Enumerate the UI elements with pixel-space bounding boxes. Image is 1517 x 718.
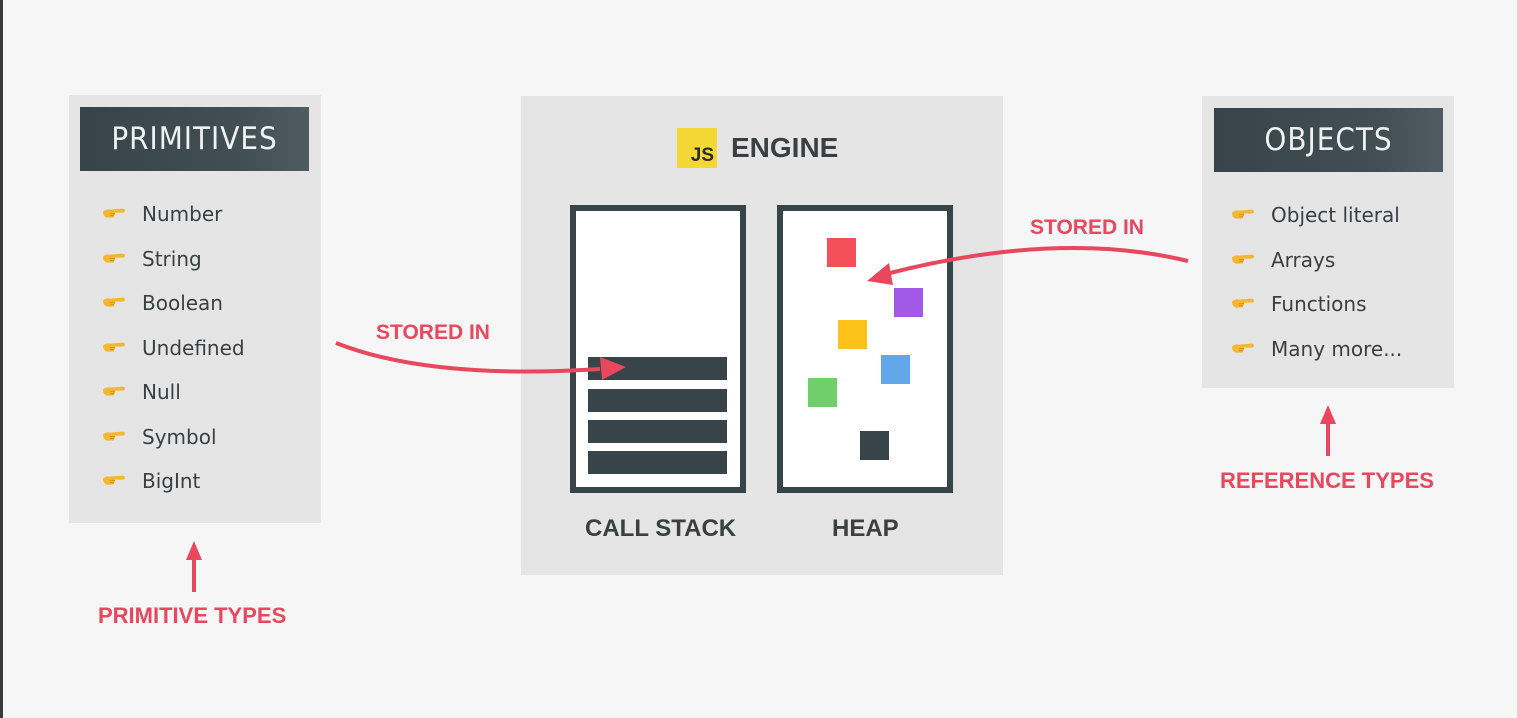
js-logo: JS (677, 128, 717, 168)
list-item: Undefined (102, 326, 312, 371)
stored-in-label-left: STORED IN (376, 321, 490, 344)
reference-types-arrowhead (1320, 405, 1336, 424)
pointing-hand-icon (103, 297, 125, 307)
call-stack-label: CALL STACK (585, 515, 737, 542)
heap-object-yellow (838, 320, 867, 349)
pointing-hand-icon (1232, 209, 1254, 219)
heap-object-blue (881, 355, 910, 384)
engine-title: ENGINE (731, 132, 839, 163)
arrowhead-left (600, 357, 626, 380)
stored-in-arrow-right (889, 246, 1189, 275)
stored-in-arrow-left (335, 341, 601, 374)
list-item-label: Boolean (142, 291, 223, 316)
call-stack-box (570, 205, 746, 493)
primitive-types-arrowhead (186, 541, 202, 560)
list-item: Arrays (1231, 238, 1446, 283)
call-stack-frame (588, 389, 727, 412)
heap-object-purple (894, 288, 923, 317)
list-item-label: Number (142, 202, 223, 227)
heap-object-dark (860, 431, 889, 460)
list-item: Object literal (1231, 193, 1446, 238)
pointing-hand-icon (103, 208, 125, 218)
pointing-hand-icon (103, 386, 125, 396)
list-item-label: Arrays (1271, 247, 1336, 272)
pointing-hand-icon (103, 253, 125, 263)
call-stack-frame (588, 451, 727, 474)
heap-object-green (808, 378, 837, 407)
list-item-label: Symbol (142, 424, 217, 449)
objects-list: Object literal Arrays Functions Many mor… (1231, 193, 1446, 371)
list-item-label: BigInt (142, 469, 201, 494)
list-item-label: Functions (1271, 292, 1367, 317)
arrowhead-right (867, 263, 893, 285)
primitive-types-label: PRIMITIVE TYPES (98, 603, 287, 628)
list-item: Many more... (1231, 327, 1446, 372)
list-item-label: String (142, 246, 202, 271)
list-item-label: Undefined (142, 335, 245, 360)
pointing-hand-icon (1232, 254, 1254, 264)
stored-in-label-right: STORED IN (1030, 216, 1144, 239)
list-item-label: Null (142, 380, 181, 405)
call-stack-frame (588, 357, 727, 380)
list-item: Number (102, 192, 312, 237)
list-item: Functions (1231, 282, 1446, 327)
list-item-label: Many more... (1271, 336, 1403, 361)
primitives-list: Number String Boolean Undefined Null Sym… (102, 192, 312, 504)
heap-object-red (827, 238, 856, 267)
pointing-hand-icon (103, 475, 125, 485)
list-item: String (102, 237, 312, 282)
list-item: Null (102, 370, 312, 415)
reference-types-label: REFERENCE TYPES (1220, 468, 1434, 493)
heap-label: HEAP (832, 515, 899, 542)
list-item: BigInt (102, 459, 312, 504)
pointing-hand-icon (1232, 343, 1254, 353)
list-item-label: Object literal (1271, 203, 1400, 228)
primitives-title: PRIMITIVES (80, 107, 309, 171)
pointing-hand-icon (1232, 298, 1254, 308)
pointing-hand-icon (103, 342, 125, 352)
objects-title: OBJECTS (1214, 108, 1443, 172)
pointing-hand-icon (103, 431, 125, 441)
list-item: Symbol (102, 415, 312, 460)
js-logo-text: JS (690, 145, 714, 166)
list-item: Boolean (102, 281, 312, 326)
call-stack-frame (588, 420, 727, 443)
window-left-border (0, 0, 3, 718)
